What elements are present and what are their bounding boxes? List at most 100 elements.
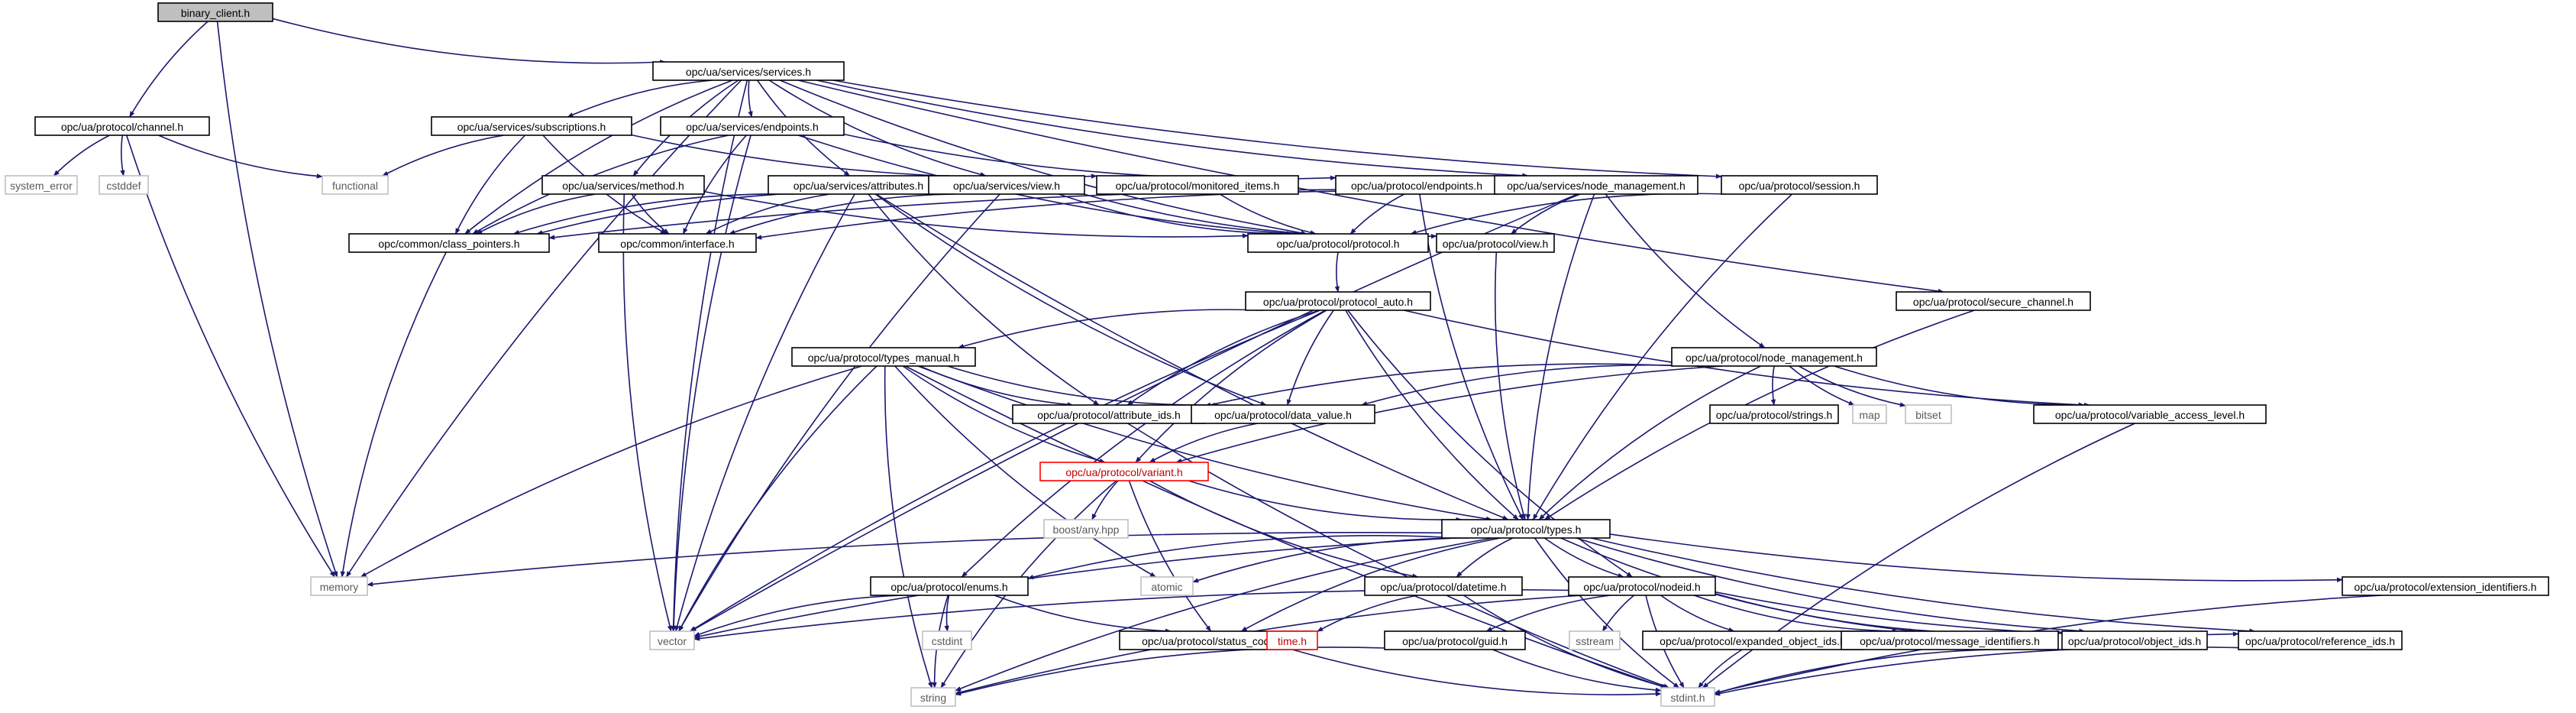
node-monitored-items[interactable]: opc/ua/protocol/monitored_items.h: [1096, 175, 1299, 195]
node-enums[interactable]: opc/ua/protocol/enums.h: [870, 576, 1029, 596]
node-label: opc/ua/protocol/types.h: [1471, 523, 1582, 536]
edge-types_manual-to-types: [917, 365, 1492, 522]
node-view-svc[interactable]: opc/ua/services/view.h: [928, 175, 1085, 195]
edge-nodeid-to-expanded_object_ids: [1660, 595, 1735, 632]
node-message-identifiers[interactable]: opc/ua/protocol/message_identifiers.h: [1841, 630, 2059, 650]
node-box: [660, 116, 845, 136]
edge-services-to-protocol: [779, 79, 1307, 235]
edge-endpoints_svc-to-protocol: [797, 134, 1293, 236]
node-attributes[interactable]: opc/ua/services/attributes.h: [768, 175, 949, 195]
node-reference-ids[interactable]: opc/ua/protocol/reference_ids.h: [2238, 630, 2403, 650]
node-datetime[interactable]: opc/ua/protocol/datetime.h: [1364, 576, 1523, 596]
node-box: [1191, 404, 1375, 424]
node-types[interactable]: opc/ua/protocol/types.h: [1441, 519, 1611, 539]
node-types-manual[interactable]: opc/ua/protocol/types_manual.h: [791, 347, 976, 367]
node-label: opc/ua/protocol/protocol.h: [1276, 238, 1399, 250]
node-label: opc/ua/protocol/datetime.h: [1381, 581, 1507, 593]
edge-attributes-to-class_pointers: [512, 193, 794, 235]
edge-channel-to-system_error: [53, 134, 110, 177]
node-label: opc/ua/services/services.h: [686, 66, 811, 78]
edge-view_svc-to-interface: [729, 193, 955, 235]
edge-extension_identifiers-to-stdint: [1714, 595, 2383, 695]
node-box: [652, 61, 845, 81]
edge-types-to-nodeid: [1543, 537, 1624, 578]
node-data-value[interactable]: opc/ua/protocol/data_value.h: [1191, 404, 1375, 424]
node-endpoints-svc[interactable]: opc/ua/services/endpoints.h: [660, 116, 845, 136]
node-secure-channel[interactable]: opc/ua/protocol/secure_channel.h: [1896, 291, 2091, 311]
node-label: opc/ua/protocol/strings.h: [1716, 409, 1833, 421]
edge-expanded_object_ids-to-stdint: [1698, 649, 1743, 689]
node-box: [1039, 462, 1209, 481]
node-object-ids[interactable]: opc/ua/protocol/object_ids.h: [2061, 630, 2208, 650]
edge-types-to-datetime: [1456, 537, 1514, 578]
edge-services-to-session: [832, 79, 1722, 179]
node-strings[interactable]: opc/ua/protocol/strings.h: [1709, 404, 1839, 424]
edge-services-to-subscriptions: [567, 79, 713, 118]
node-endpoints-proto[interactable]: opc/ua/protocol/endpoints.h: [1335, 175, 1498, 195]
node-node-mgmt-svc[interactable]: opc/ua/services/node_management.h: [1494, 175, 1698, 195]
node-label: system_error: [10, 180, 73, 192]
node-nodeid[interactable]: opc/ua/protocol/nodeid.h: [1568, 576, 1716, 596]
edge-types-to-status_codes: [1240, 537, 1501, 632]
node-node-mgmt-proto[interactable]: opc/ua/protocol/node_management.h: [1671, 347, 1877, 367]
edge-reference_ids-to-stdint: [1714, 646, 2239, 696]
edge-session-to-types: [1532, 193, 1793, 520]
node-label: opc/ua/protocol/monitored_items.h: [1116, 180, 1280, 192]
edge-method-to-interface: [631, 193, 670, 235]
edge-services-to-view_svc: [768, 79, 987, 177]
edge-binary_client-to-channel: [129, 21, 208, 118]
edge-nodeid-to-sstream: [1602, 595, 1635, 632]
edge-nodeid-to-string: [955, 595, 1584, 695]
node-guid[interactable]: opc/ua/protocol/guid.h: [1384, 630, 1526, 650]
edge-session-to-protocol: [1410, 193, 1727, 235]
node-stdint: stdint.h: [1660, 687, 1715, 707]
edge-view_svc-to-vector: [678, 193, 1000, 632]
node-services[interactable]: opc/ua/services/services.h: [652, 61, 845, 81]
node-label: opc/ua/protocol/variant.h: [1065, 466, 1182, 478]
edge-datetime-to-time: [1317, 595, 1418, 632]
node-label: opc/ua/protocol/node_management.h: [1686, 352, 1863, 364]
edge-guid-to-string: [955, 647, 1385, 696]
edge-services-to-class_pointers: [464, 79, 733, 235]
node-extension-identifiers[interactable]: opc/ua/protocol/extension_identifiers.h: [2342, 576, 2549, 596]
node-time[interactable]: time.h: [1266, 630, 1318, 650]
node-session[interactable]: opc/ua/protocol/session.h: [1721, 175, 1878, 195]
edge-attributes-to-vector: [674, 193, 855, 632]
node-subscriptions[interactable]: opc/ua/services/subscriptions.h: [431, 116, 632, 136]
node-box: [541, 175, 705, 195]
edge-nodeid-to-message_identifiers: [1693, 595, 1899, 634]
node-label: opc/ua/services/attributes.h: [793, 180, 923, 192]
node-label: opc/ua/protocol/attribute_ids.h: [1037, 409, 1181, 421]
node-memory: memory: [310, 576, 368, 596]
node-method[interactable]: opc/ua/services/method.h: [541, 175, 705, 195]
edge-subscriptions-to-class_pointers: [454, 134, 526, 235]
edge-protocol_auto-to-data_value: [1286, 310, 1334, 406]
node-cstdint: cstdint: [922, 630, 972, 650]
node-label: opc/ua/services/subscriptions.h: [457, 121, 606, 133]
node-box: [431, 116, 632, 136]
node-binary-client[interactable]: binary_client.h: [157, 2, 273, 22]
node-expanded-object-ids[interactable]: opc/ua/protocol/expanded_object_ids.h: [1642, 630, 1863, 650]
node-string: string: [910, 687, 956, 707]
edge-types_manual-to-variant: [902, 365, 1106, 464]
node-class-pointers[interactable]: opc/common/class_pointers.h: [348, 233, 550, 253]
edge-types_manual-to-string: [884, 365, 933, 689]
node-channel[interactable]: opc/ua/protocol/channel.h: [34, 116, 210, 136]
node-cstddef: cstddef: [99, 175, 149, 195]
edge-protocol_auto-to-vector: [689, 310, 1320, 632]
edge-node_mgmt_svc-to-class_pointers: [548, 188, 1495, 240]
node-attribute-ids[interactable]: opc/ua/protocol/attribute_ids.h: [1012, 404, 1206, 424]
node-box: [1364, 576, 1523, 596]
node-variable-access-level[interactable]: opc/ua/protocol/variable_access_level.h: [2033, 404, 2267, 424]
dependency-nodes: binary_client.h opc/ua/services/services.…: [5, 2, 2549, 707]
node-protocol-auto[interactable]: opc/ua/protocol/protocol_auto.h: [1245, 291, 1431, 311]
node-label: string: [920, 692, 946, 704]
node-sstream: sstream: [1569, 630, 1621, 650]
node-label: opc/ua/protocol/types_manual.h: [808, 352, 959, 364]
node-view-proto[interactable]: opc/ua/protocol/view.h: [1436, 233, 1555, 253]
edge-guid-to-stdint: [1492, 649, 1662, 693]
node-protocol[interactable]: opc/ua/protocol/protocol.h: [1247, 233, 1429, 253]
node-variant[interactable]: opc/ua/protocol/variant.h: [1039, 462, 1209, 481]
edge-services-to-endpoints_svc: [748, 79, 753, 118]
node-interface[interactable]: opc/common/interface.h: [598, 233, 757, 253]
